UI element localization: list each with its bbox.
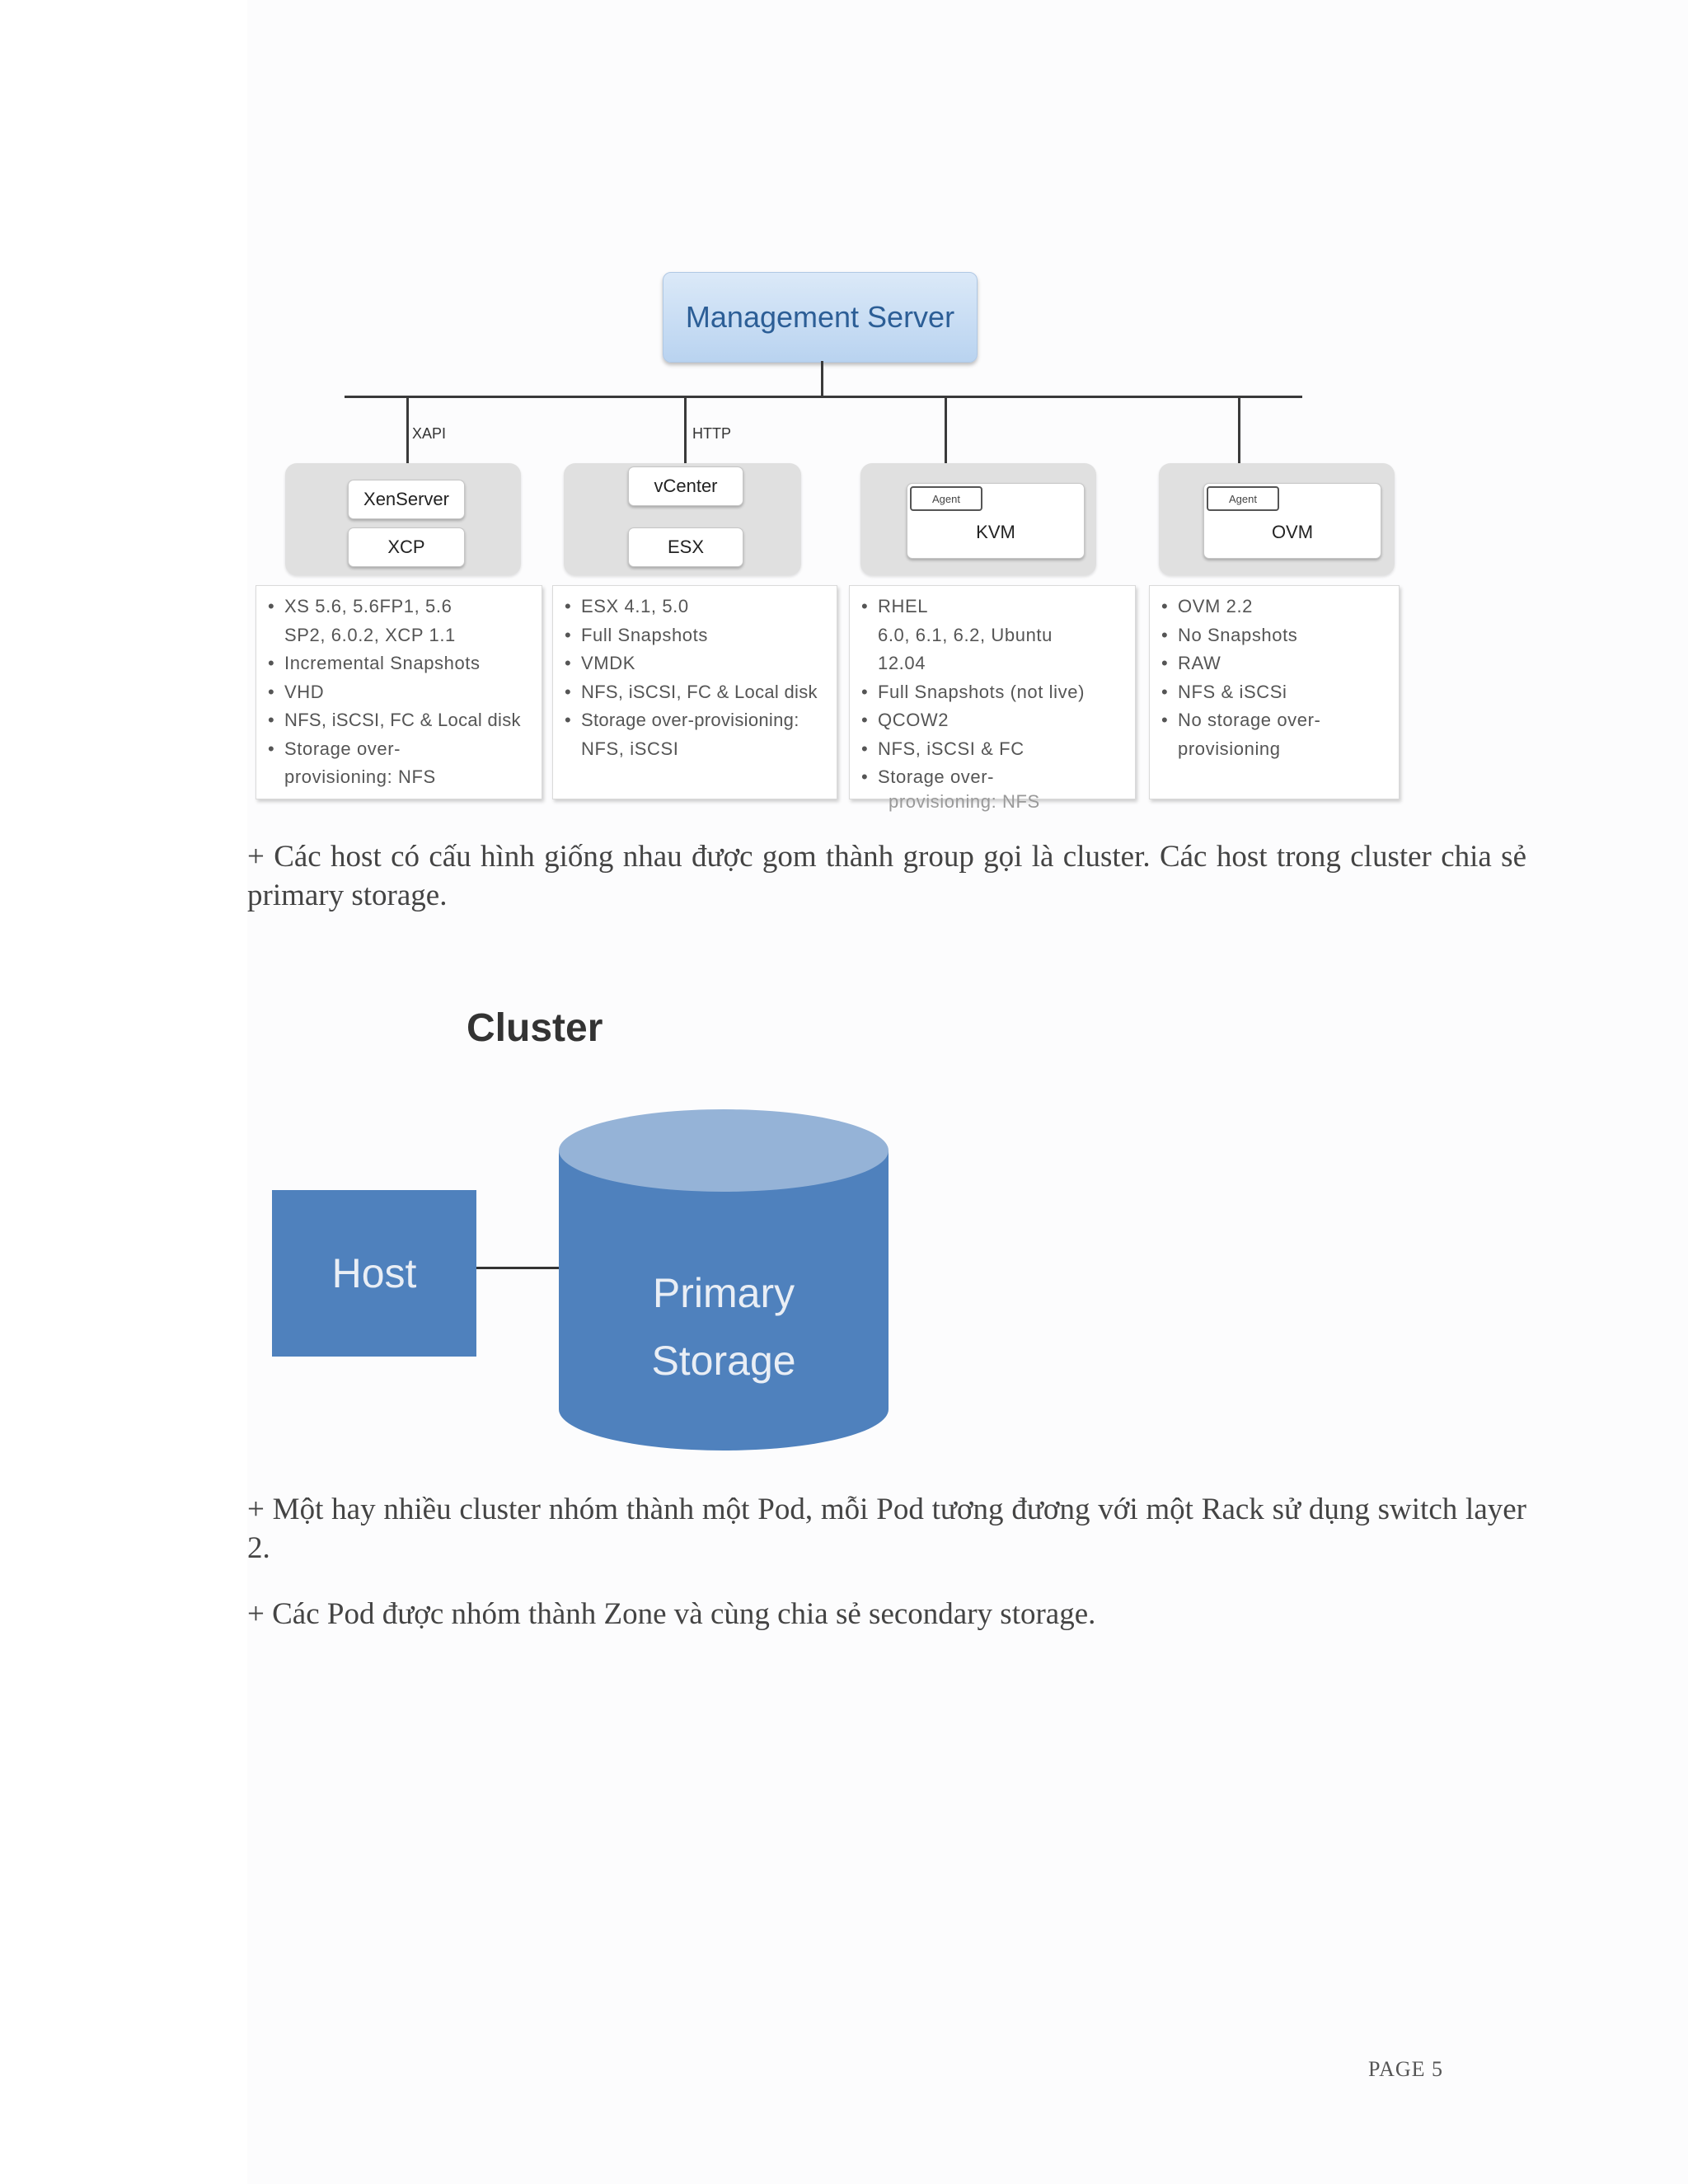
feature-item: 12.04 bbox=[878, 653, 926, 673]
feature-item: Storage over- bbox=[860, 763, 1130, 792]
feature-item: provisioning bbox=[1178, 738, 1281, 759]
feature-item: No Snapshots bbox=[1160, 621, 1394, 650]
connector-kvm bbox=[945, 396, 947, 488]
feature-item: Storage over-provisioning: bbox=[563, 706, 832, 735]
ovm-label: OVM bbox=[1271, 522, 1314, 542]
paragraph-cluster: + Các host có cấu hình giống nhau được g… bbox=[247, 840, 1526, 912]
feature-item: OVM 2.2 bbox=[1160, 593, 1394, 621]
host-box: Host bbox=[272, 1190, 476, 1357]
xcp-label: XCP bbox=[348, 527, 465, 567]
feature-item: NFS, iSCSI bbox=[581, 738, 679, 759]
feature-item: Full Snapshots (not live) bbox=[860, 678, 1130, 707]
hypervisor-architecture-diagram: Management Server XAPI HTTP XenServer XC… bbox=[247, 247, 1434, 816]
kvm-feature-overflow: provisioning: NFS bbox=[889, 791, 1040, 812]
kvm-agent-tag: Agent bbox=[910, 486, 982, 511]
management-server-box: Management Server bbox=[663, 272, 978, 363]
feature-item: XS 5.6, 5.6FP1, 5.6 bbox=[266, 593, 537, 621]
storage-line-2: Storage bbox=[651, 1338, 796, 1384]
feature-item: Incremental Snapshots bbox=[266, 649, 537, 678]
connector-ovm bbox=[1238, 396, 1240, 488]
feature-item: QCOW2 bbox=[860, 706, 1130, 735]
protocol-label-xapi: XAPI bbox=[412, 425, 447, 442]
feature-item: SP2, 6.0.2, XCP 1.1 bbox=[284, 624, 456, 645]
feature-item: provisioning: NFS bbox=[284, 766, 436, 787]
horizontal-bus-line bbox=[345, 396, 1302, 398]
ovm-features-panel: OVM 2.2 No Snapshots RAW NFS & iSCSi No … bbox=[1149, 585, 1400, 799]
vcenter-features-panel: ESX 4.1, 5.0 Full Snapshots VMDK NFS, iS… bbox=[552, 585, 837, 799]
protocol-label-http: HTTP bbox=[692, 425, 731, 442]
feature-item: NFS, iSCSI, FC & Local disk bbox=[266, 706, 537, 735]
esx-label: ESX bbox=[628, 527, 743, 567]
feature-item: RAW bbox=[1160, 649, 1394, 678]
cluster-diagram: Cluster Host Primary Storage bbox=[247, 989, 890, 1459]
feature-item: No storage over- bbox=[1160, 706, 1394, 735]
xenserver-label: XenServer bbox=[348, 480, 465, 519]
kvm-features-panel: RHEL 6.0, 6.1, 6.2, Ubuntu 12.04 Full Sn… bbox=[849, 585, 1136, 799]
feature-item: NFS, iSCSI & FC bbox=[860, 735, 1130, 764]
page-background bbox=[247, 0, 1688, 2184]
connector-vcenter bbox=[684, 396, 687, 466]
cluster-title: Cluster bbox=[467, 1006, 603, 1050]
feature-item: Full Snapshots bbox=[563, 621, 832, 650]
ovm-agent-tag: Agent bbox=[1207, 486, 1279, 511]
feature-item: NFS, iSCSI, FC & Local disk bbox=[563, 678, 832, 707]
feature-item: VHD bbox=[266, 678, 537, 707]
kvm-label: KVM bbox=[976, 522, 1015, 542]
paragraph-pod: + Một hay nhiều cluster nhóm thành một P… bbox=[247, 1493, 1526, 1565]
host-storage-link bbox=[476, 1267, 560, 1269]
management-server-stem bbox=[821, 361, 823, 397]
primary-storage-cylinder bbox=[559, 1109, 889, 1451]
feature-item: VMDK bbox=[563, 649, 832, 678]
storage-line-1: Primary bbox=[652, 1270, 795, 1316]
feature-item: ESX 4.1, 5.0 bbox=[563, 593, 832, 621]
feature-item: Storage over- bbox=[266, 735, 537, 764]
connector-xenserver bbox=[406, 396, 409, 480]
cylinder-body bbox=[559, 1151, 889, 1451]
cylinder-top bbox=[559, 1109, 889, 1192]
feature-item: NFS & iSCSi bbox=[1160, 678, 1394, 707]
page-number: PAGE 5 bbox=[1368, 2057, 1444, 2081]
primary-storage-label: Primary Storage bbox=[559, 1259, 889, 1394]
feature-item: RHEL bbox=[860, 593, 1130, 621]
vcenter-label: vCenter bbox=[628, 466, 743, 506]
feature-item: 6.0, 6.1, 6.2, Ubuntu bbox=[878, 624, 1053, 645]
xenserver-features-panel: XS 5.6, 5.6FP1, 5.6 SP2, 6.0.2, XCP 1.1 … bbox=[256, 585, 542, 799]
paragraph-zone: + Các Pod được nhóm thành Zone và cùng c… bbox=[247, 1597, 1096, 1631]
